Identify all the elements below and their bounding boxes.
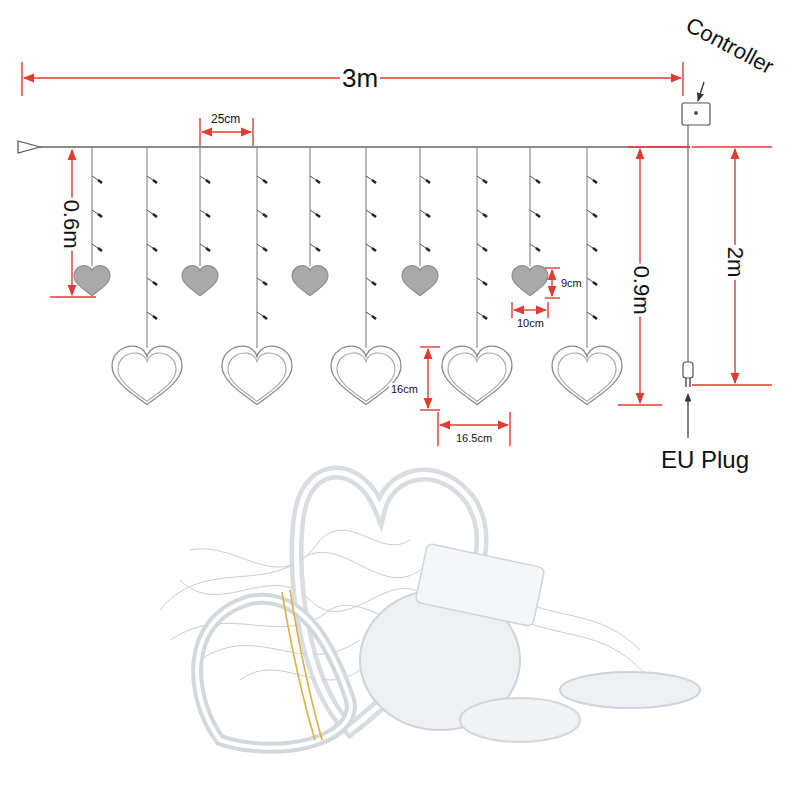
dimension-label: 25cm [209,113,242,126]
dimension-label: 16cm [389,383,420,395]
dimension-label: 16.5cm [454,432,494,444]
dimension-label: 3m [340,64,380,93]
dimension-label: 0.9m [628,264,652,317]
dimension-label: 2m [723,245,747,280]
dimension-label: 9cm [559,277,584,289]
part-name: EU Plug [659,447,751,473]
dimension-label: 0.6m [58,198,82,251]
dimension-label: 10cm [515,317,546,329]
part-name: Controller [680,12,779,80]
